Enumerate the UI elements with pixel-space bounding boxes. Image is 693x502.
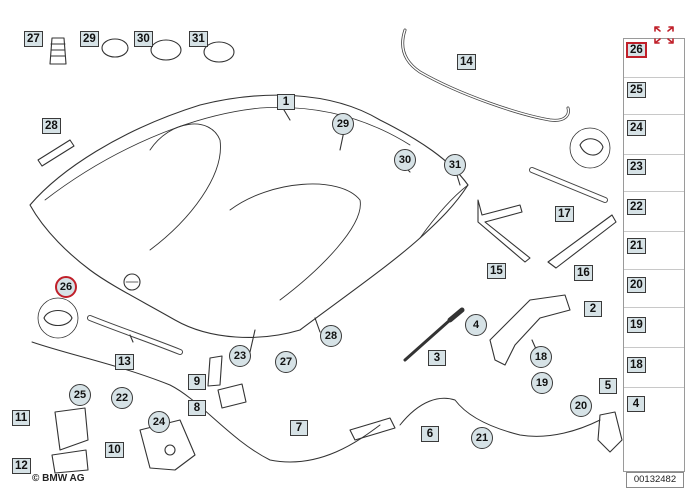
bracket-16 [547,214,617,269]
hood-bulge [229,183,361,301]
bmw-emblem [123,273,141,291]
panel-badge-26[interactable]: 26 [626,42,647,58]
callout-circle-23[interactable]: 23 [229,345,251,367]
panel-badge-25[interactable]: 25 [627,82,646,98]
part-27-bumper [49,37,67,65]
callout-7[interactable]: 7 [290,420,308,436]
hood-seal-14 [401,28,570,122]
callout-30-top[interactable]: 30 [134,31,153,47]
bracket-11 [54,407,89,451]
callout-16[interactable]: 16 [574,265,593,281]
hood-panel [29,94,469,338]
cable-6 [399,397,601,437]
callout-15[interactable]: 15 [487,263,506,279]
callout-10[interactable]: 10 [105,442,124,458]
callout-2[interactable]: 2 [584,301,602,317]
callout-circle-20[interactable]: 20 [570,395,592,417]
callout-5[interactable]: 5 [599,378,617,394]
cable-7 [31,341,381,463]
callout-1[interactable]: 1 [277,94,295,110]
panel-badge-4[interactable]: 4 [627,396,645,412]
part-28-strip [37,139,75,167]
switch-5 [597,411,623,453]
callout-29-top[interactable]: 29 [80,31,99,47]
callout-31-top[interactable]: 31 [189,31,208,47]
panel-badge-24[interactable]: 24 [627,120,646,136]
expand-icon[interactable] [653,25,675,45]
panel-badge-23[interactable]: 23 [627,159,646,175]
callout-circle-18[interactable]: 18 [530,346,552,368]
callout-circle-29[interactable]: 29 [332,113,354,135]
diagram-id: 00132482 [626,472,684,488]
callout-12[interactable]: 12 [12,458,31,474]
callout-circle-31[interactable]: 31 [444,154,466,176]
hinge-2 [489,294,571,366]
callout-circle-25[interactable]: 25 [69,384,91,406]
panel-badge-19[interactable]: 19 [627,317,646,333]
part-30-plug [150,39,182,61]
gas-strut-3 [403,318,452,362]
bracket-15 [477,199,531,263]
callout-circle-30[interactable]: 30 [394,149,416,171]
hood-crease [149,123,221,251]
callout-circle-4-main[interactable]: 4 [465,314,487,336]
callout-circle-24[interactable]: 24 [148,411,170,433]
part-31-cap [203,41,235,63]
callout-13[interactable]: 13 [115,354,134,370]
callout-11[interactable]: 11 [12,410,31,426]
release-handle [349,417,396,441]
callout-circle-27[interactable]: 27 [275,351,297,373]
callout-14[interactable]: 14 [457,54,476,70]
callout-9[interactable]: 9 [188,374,206,390]
hood-inner-line [44,107,411,201]
panel-badge-22[interactable]: 22 [627,199,646,215]
callout-28[interactable]: 28 [42,118,61,134]
part-29-grommet [101,38,129,58]
callout-27-top[interactable]: 27 [24,31,43,47]
clip-8 [217,383,247,409]
panel-badge-18[interactable]: 18 [627,357,646,373]
panel-badge-20[interactable]: 20 [627,277,646,293]
callout-6[interactable]: 6 [421,426,439,442]
callout-circle-19[interactable]: 19 [531,372,553,394]
copyright-label: © BMW AG [32,473,85,484]
callout-circle-21[interactable]: 21 [471,427,493,449]
callout-17[interactable]: 17 [555,206,574,222]
hood-edge-right [419,184,469,239]
panel-badge-21[interactable]: 21 [627,238,646,254]
bracket-12 [51,449,89,474]
clip-9 [207,355,223,387]
callout-circle-26[interactable]: 26 [55,276,77,298]
callout-8[interactable]: 8 [188,400,206,416]
latch-10 [139,419,196,471]
callout-3[interactable]: 3 [428,350,446,366]
callout-circle-28[interactable]: 28 [320,325,342,347]
callout-circle-22[interactable]: 22 [111,387,133,409]
